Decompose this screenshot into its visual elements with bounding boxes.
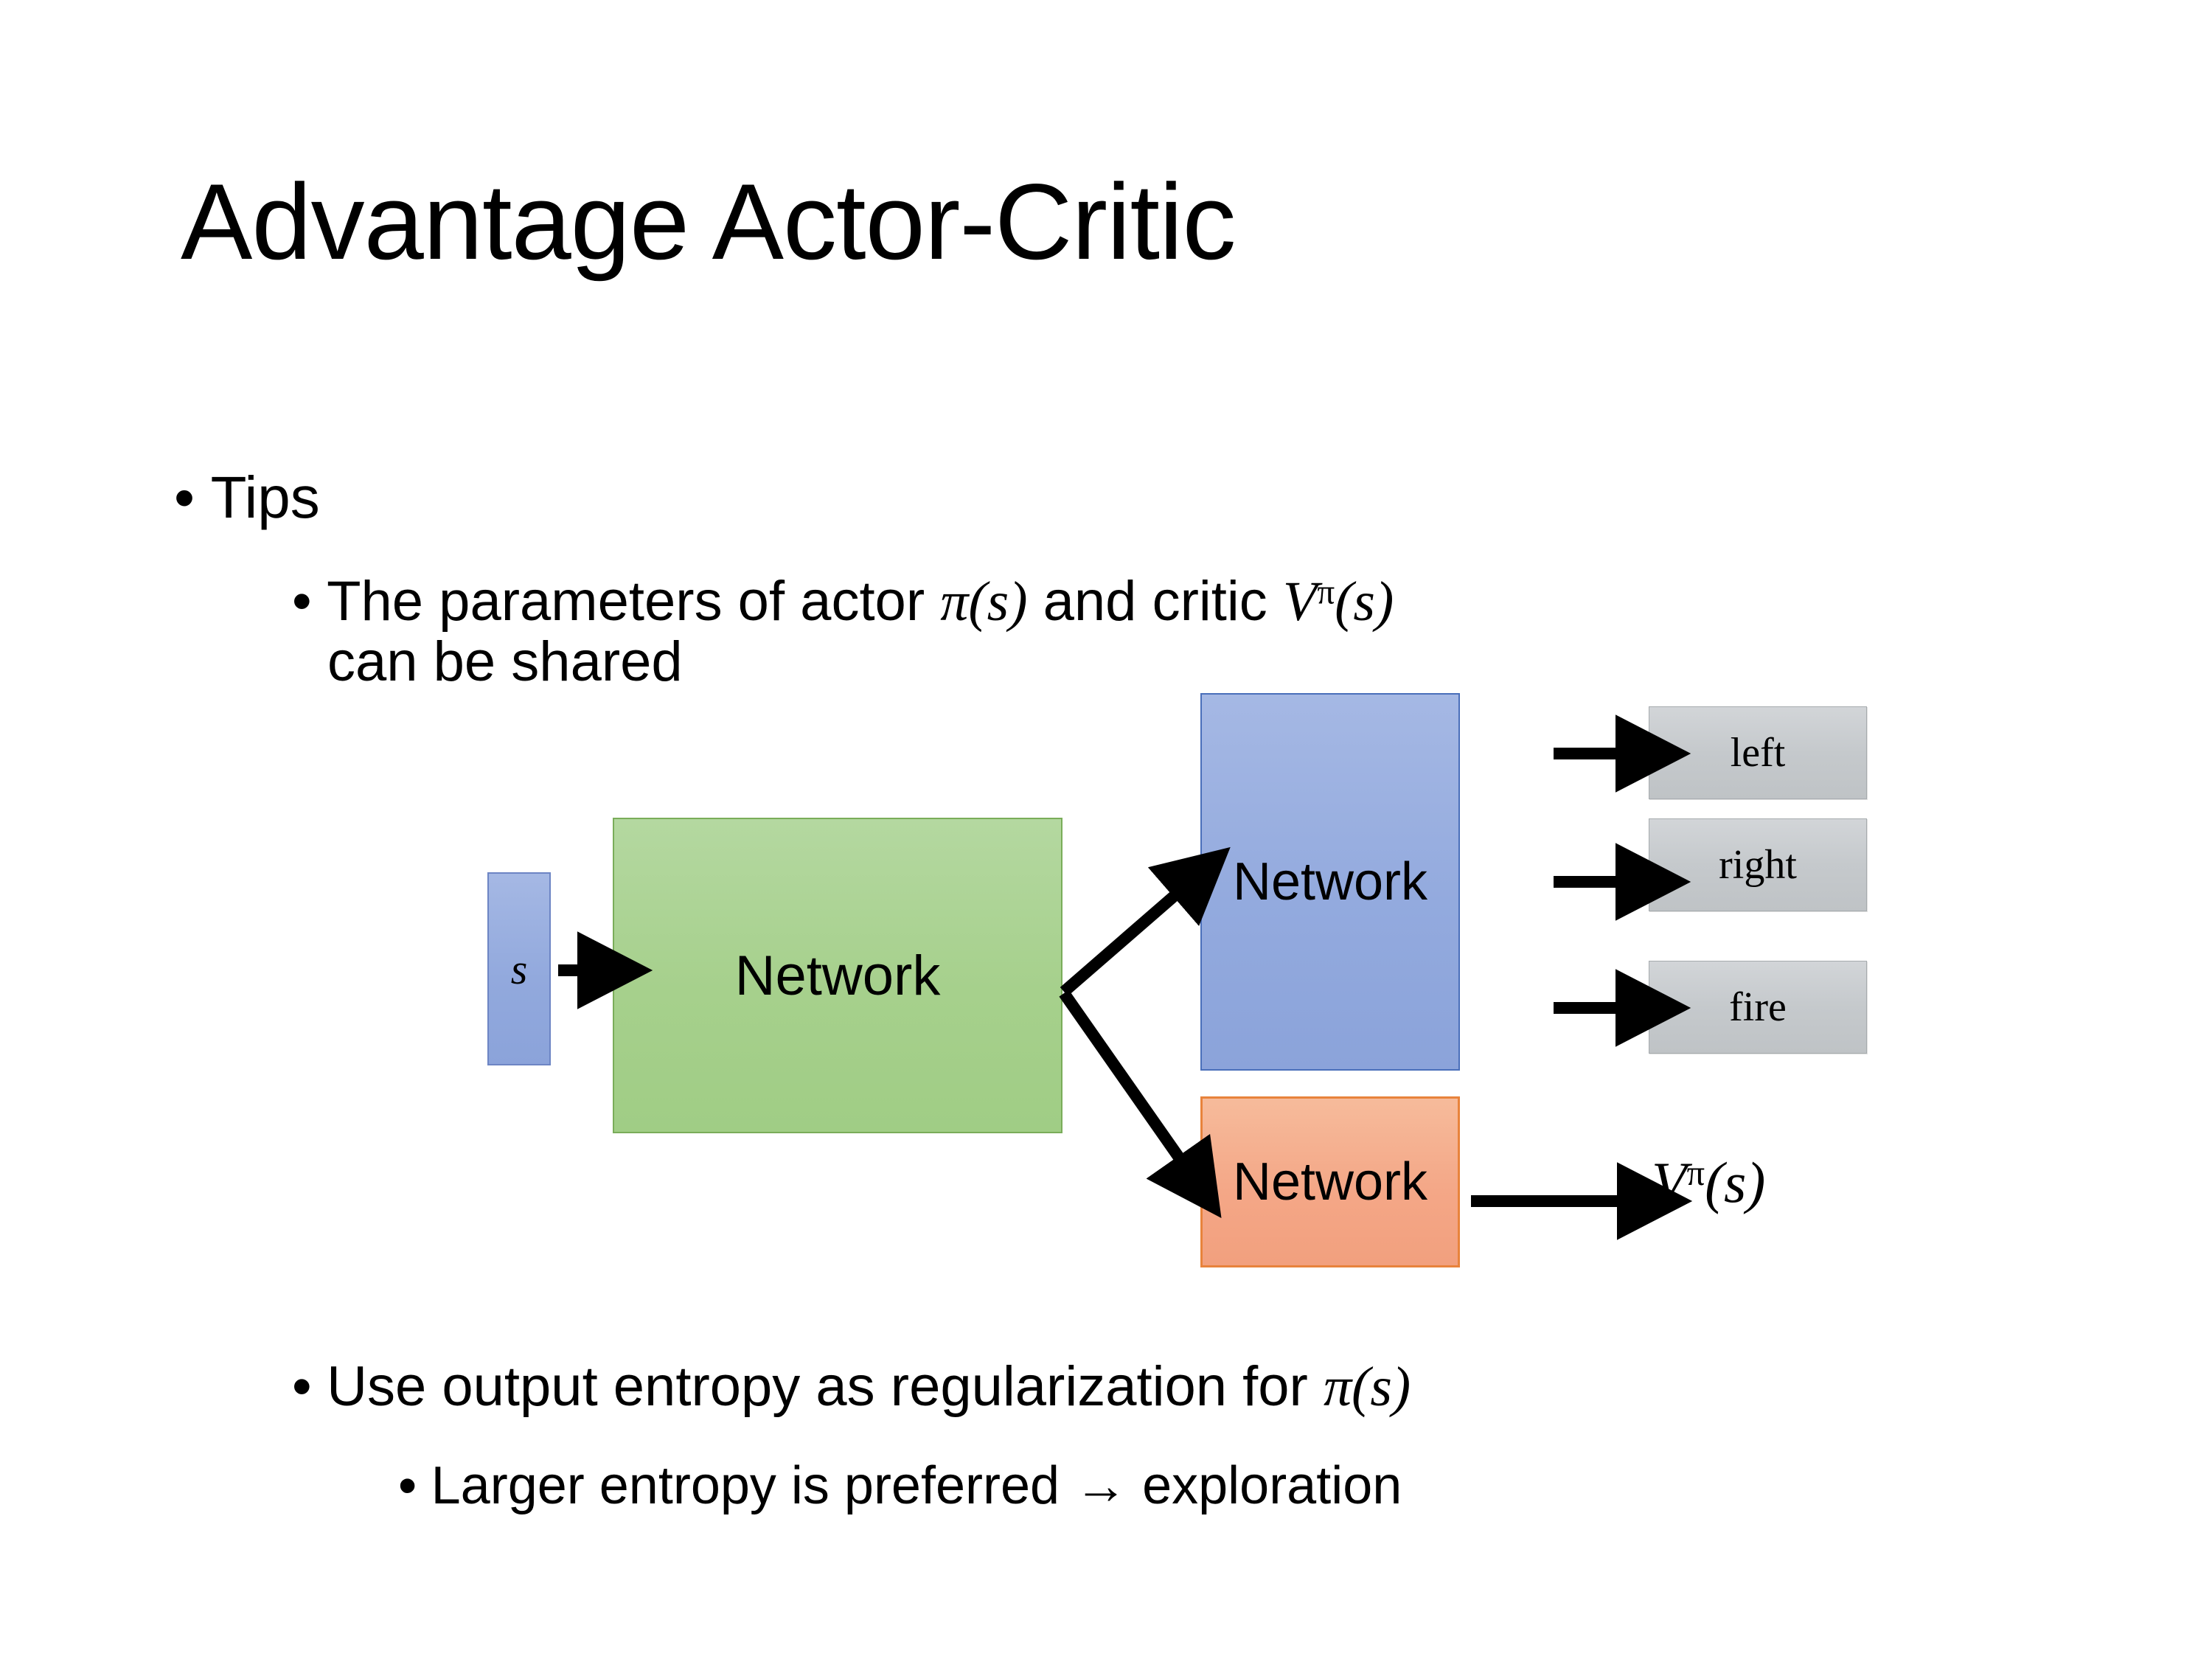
bullet-entropy-text: Use output entropy as regularization for (327, 1355, 1324, 1418)
math-entropy-pi-s: π(s) (1323, 1356, 1411, 1418)
action-box-right: right (1649, 818, 1867, 911)
page-title: Advantage Actor-Critic (181, 161, 1237, 282)
arrow-shared-to-actor (1060, 846, 1231, 997)
action-label-left: left (1730, 730, 1786, 776)
action-box-fire: fire (1649, 961, 1867, 1054)
bullet-tips: Tips (174, 465, 320, 531)
critic-network-box: Network (1200, 1096, 1460, 1267)
action-box-left: left (1649, 706, 1867, 799)
critic-output-superscript: π (1686, 1153, 1705, 1193)
state-input-box: s (487, 872, 551, 1065)
math-critic-argument: (s) (1335, 571, 1394, 633)
critic-output-argument: (s) (1705, 1150, 1766, 1214)
bullet-tips-label: Tips (210, 465, 320, 530)
bullet-entropy-regularization: Use output entropy as regularization for… (292, 1355, 1411, 1419)
bullet-parameters-line2: can be shared (327, 630, 683, 694)
math-critic-base: V (1282, 571, 1318, 633)
bullet-parameters-prefix: The parameters of actor (327, 570, 941, 633)
bullet-larger-text: Larger entropy is preferred → exploratio… (431, 1456, 1402, 1515)
action-label-right: right (1719, 842, 1797, 888)
bullet-marker-icon (398, 1456, 431, 1516)
bullet-marker-icon (174, 465, 211, 531)
shared-network-box: Network (613, 818, 1062, 1133)
critic-output-base: V (1652, 1150, 1687, 1214)
bullet-marker-icon (292, 569, 327, 634)
math-actor-pi-s: π(s) (940, 571, 1028, 633)
math-critic-v-pi-s: Vπ(s) (1283, 571, 1394, 633)
critic-network-label: Network (1232, 1152, 1428, 1211)
bullet-larger-entropy: Larger entropy is preferred → exploratio… (398, 1456, 1402, 1516)
actor-network-label: Network (1232, 852, 1428, 911)
critic-output-math: Vπ(s) (1652, 1150, 1765, 1214)
bullet-parameters-shared: The parameters of actor π(s) and critic … (292, 569, 1840, 695)
actor-network-box: Network (1200, 693, 1460, 1071)
arrow-shared-to-critic (1059, 990, 1222, 1219)
state-input-label: s (510, 945, 528, 993)
shared-network-label: Network (734, 944, 941, 1007)
math-critic-superscript: π (1317, 573, 1335, 612)
bullet-parameters-middle: and critic (1027, 570, 1283, 633)
critic-output-formula: Vπ(s) (1652, 1149, 1765, 1216)
bullet-marker-icon (292, 1355, 327, 1418)
action-label-fire: fire (1729, 984, 1787, 1030)
